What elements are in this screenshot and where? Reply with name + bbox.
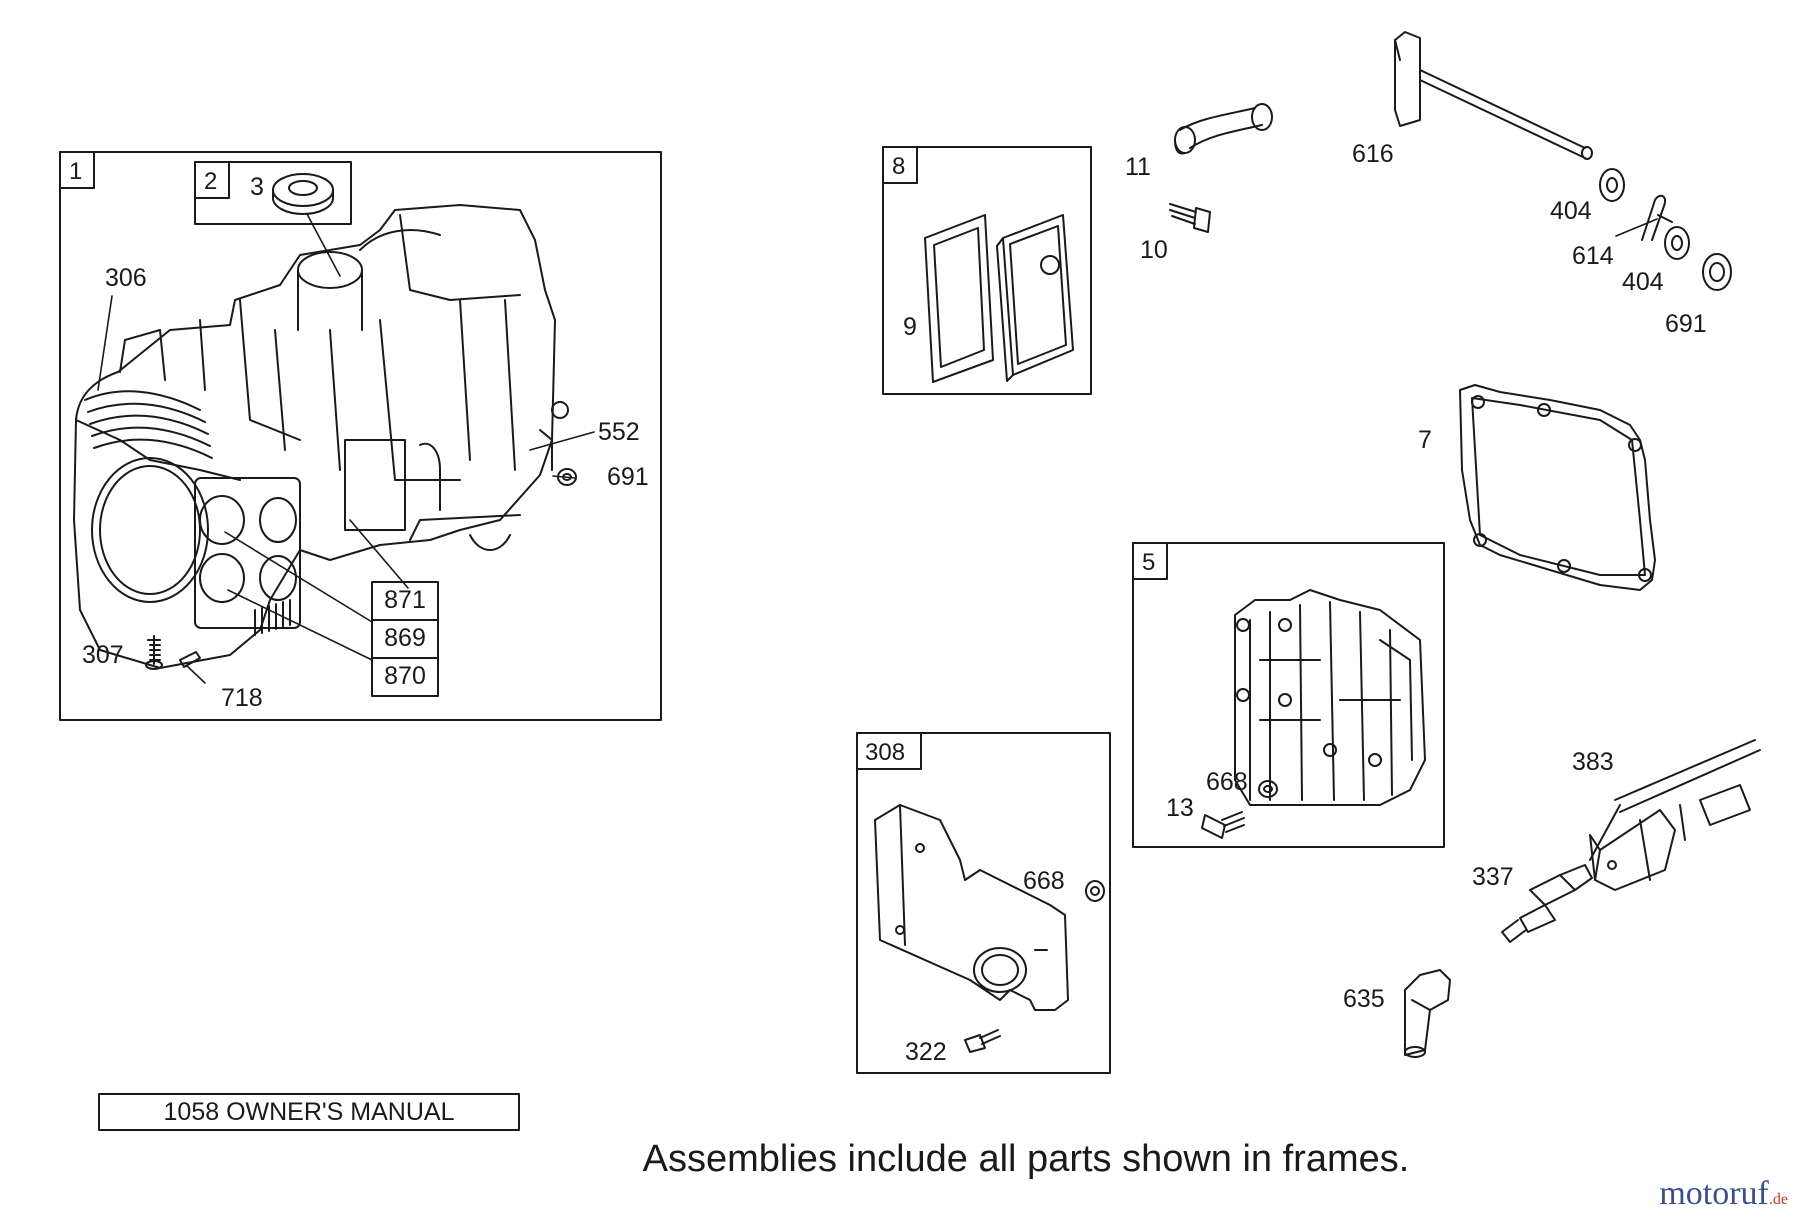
- callout-11: 11: [1125, 153, 1151, 181]
- callout-869: 869: [384, 624, 426, 652]
- owners-manual-box: [98, 1093, 520, 1131]
- pin-718-part: [179, 651, 201, 668]
- owners-manual-label: 1058 OWNER'S MANUAL: [163, 1098, 455, 1126]
- callout-7: 7: [1418, 426, 1432, 454]
- seal-691-part: [1702, 253, 1732, 291]
- callout-306: 306: [105, 264, 147, 292]
- callout-13: 13: [1166, 794, 1194, 822]
- frame-cylinder-head: [1132, 542, 1445, 848]
- governor-shaft-part: [1394, 31, 1593, 160]
- head-gasket-part: [1459, 384, 1656, 591]
- washer-668-guide-part: [1085, 880, 1105, 902]
- assemblies-note: Assemblies include all parts shown in fr…: [642, 1138, 1410, 1180]
- breather-tube-part: [1174, 103, 1273, 155]
- air-guide-part: [874, 804, 1069, 1011]
- frame-number-breather: 8: [892, 153, 906, 180]
- oil-seal-part: [272, 173, 334, 215]
- callout-stack-boxes: [371, 581, 439, 697]
- callout-322: 322: [905, 1038, 947, 1066]
- callout-616: 616: [1352, 140, 1394, 168]
- frame-number-air-guide: 308: [865, 739, 906, 766]
- callout-404-a: 404: [1550, 197, 1592, 225]
- callout-307: 307: [82, 641, 124, 669]
- ignition-coil-part: [1589, 739, 1761, 891]
- screw-322-part: [964, 1029, 1001, 1053]
- callout-718: 718: [221, 684, 263, 712]
- bolt-13-part: [1201, 811, 1245, 839]
- spark-plug-part: [1501, 864, 1593, 943]
- washer-668-head-part: [1258, 780, 1278, 798]
- frame-breather: [882, 146, 1092, 395]
- callout-871: 871: [384, 586, 426, 614]
- callout-635: 635: [1343, 985, 1385, 1013]
- leader-lines-frame-1: [97, 213, 595, 684]
- callout-552: 552: [598, 418, 640, 446]
- callout-10: 10: [1140, 236, 1168, 264]
- spark-plug-boot-part: [1404, 969, 1451, 1058]
- breather-gasket-part: [924, 214, 994, 383]
- cylinder-block-part: [73, 204, 569, 669]
- callout-614: 614: [1572, 242, 1614, 270]
- callout-691-block: 691: [607, 463, 649, 491]
- breather-cover-part: [996, 214, 1074, 382]
- leader-lines-right: [1615, 218, 1658, 237]
- callout-337: 337: [1472, 863, 1514, 891]
- callout-3: 3: [250, 173, 264, 201]
- watermark-ext: .de: [1768, 1191, 1788, 1208]
- watermark-logo: motoruf.de: [1659, 1177, 1788, 1211]
- callout-668-head: 668: [1206, 768, 1248, 796]
- frame-number-engine-block: 1: [69, 158, 83, 185]
- clip-614-part: [1641, 194, 1673, 241]
- frame-air-guide: [856, 732, 1111, 1074]
- callout-691-link: 691: [1665, 310, 1707, 338]
- frame-number-cylinder-head: 5: [1142, 549, 1156, 576]
- callout-870: 870: [384, 662, 426, 690]
- callout-9: 9: [903, 313, 917, 341]
- screw-10-part: [1169, 203, 1211, 233]
- frame-engine-block: [59, 151, 662, 721]
- washer-404-a-part: [1599, 168, 1625, 202]
- screw-307-part: [145, 635, 163, 670]
- callout-668-guide: 668: [1023, 867, 1065, 895]
- washer-404-b-part: [1664, 226, 1690, 260]
- callout-404-b: 404: [1622, 268, 1664, 296]
- watermark-main: motoruf: [1659, 1175, 1769, 1212]
- callout-383: 383: [1572, 748, 1614, 776]
- frame-number-oil-seal: 2: [204, 168, 218, 195]
- cylinder-head-part: [1234, 589, 1426, 806]
- frame-oil-seal: [194, 161, 352, 225]
